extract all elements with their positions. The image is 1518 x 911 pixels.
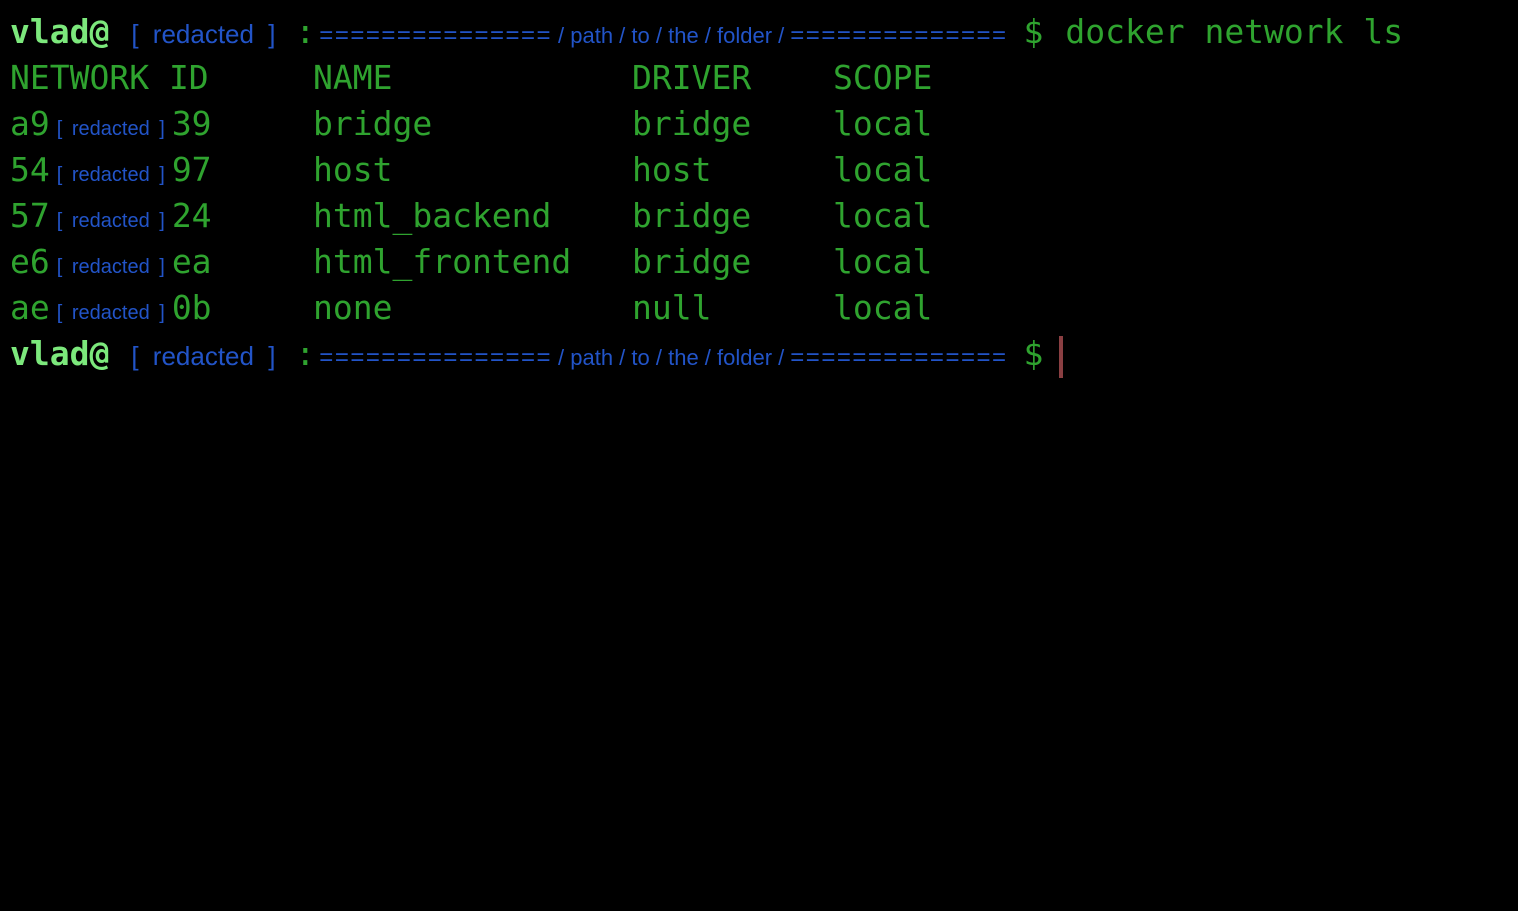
redacted-network-id: [ redacted ] [56, 118, 165, 140]
network-name-cell: html_backend [313, 196, 552, 235]
redacted-network-id: [ redacted ] [56, 302, 165, 324]
prompt-dollar: $ [1023, 334, 1044, 373]
network-name-cell: host [313, 150, 393, 189]
prompt-line-2[interactable]: vlad@ [ redacted ] : =============== / p… [10, 334, 1518, 380]
network-id-cell: ae [ redacted ] 0b [10, 288, 313, 327]
table-row: a9 [ redacted ] 39 bridge bridge local [10, 104, 1518, 150]
table-row: e6 [ redacted ] ea html_frontend bridge lo… [10, 242, 1518, 288]
redacted-network-id: [ redacted ] [56, 210, 165, 232]
terminal-cursor [1059, 336, 1064, 378]
path-separator-right: ============== [790, 22, 1008, 49]
prompt-path: / path / to / the / folder / [558, 23, 785, 48]
network-id-suffix: 24 [171, 196, 212, 235]
network-id-prefix: 54 [10, 150, 50, 189]
network-scope-cell: local [833, 288, 933, 327]
network-driver-cell: bridge [632, 196, 752, 235]
name-header: NAME [313, 58, 393, 97]
driver-header: DRIVER [632, 58, 752, 97]
network-scope-cell: local [833, 150, 933, 189]
network-id-prefix: a9 [10, 104, 50, 143]
network-id-suffix: ea [171, 242, 212, 281]
network-id-suffix: 97 [171, 150, 212, 189]
typed-command: docker network ls [1065, 12, 1404, 51]
redacted-hostname: [ redacted ] [131, 19, 276, 49]
network-id-cell: 54 [ redacted ] 97 [10, 150, 313, 189]
network-name-cell: bridge [313, 104, 433, 143]
network-driver-cell: bridge [632, 104, 752, 143]
redacted-hostname: [ redacted ] [131, 341, 276, 371]
network-id-suffix: 0b [171, 288, 212, 327]
redacted-network-id: [ redacted ] [56, 164, 165, 186]
redacted-network-id: [ redacted ] [56, 256, 165, 278]
prompt-line-1: vlad@ [ redacted ] : =============== / p… [10, 12, 1518, 58]
prompt-dollar: $ [1023, 12, 1044, 51]
network-id-cell: 57 [ redacted ] 24 [10, 196, 313, 235]
prompt-colon: : [295, 12, 316, 51]
prompt-username: vlad@ [10, 12, 110, 51]
table-row: 54 [ redacted ] 97 host host local [10, 150, 1518, 196]
prompt-colon: : [295, 334, 316, 373]
path-separator-left: =============== [319, 22, 553, 49]
network-id-suffix: 39 [171, 104, 212, 143]
network-id-prefix: ae [10, 288, 50, 327]
path-separator-right: ============== [790, 344, 1008, 371]
network-driver-cell: bridge [632, 242, 752, 281]
network-id-header: NETWORK ID [10, 58, 209, 97]
prompt-path: / path / to / the / folder / [558, 345, 785, 370]
network-driver-cell: host [632, 150, 712, 189]
table-row: ae [ redacted ] 0b none null local [10, 288, 1518, 334]
network-scope-cell: local [833, 242, 933, 281]
network-name-cell: html_frontend [313, 242, 572, 281]
network-id-cell: a9 [ redacted ] 39 [10, 104, 313, 143]
prompt-username: vlad@ [10, 334, 110, 373]
table-row: 57 [ redacted ] 24 html_backend bridge loc… [10, 196, 1518, 242]
network-id-prefix: 57 [10, 196, 50, 235]
network-name-cell: none [313, 288, 393, 327]
network-scope-cell: local [833, 196, 933, 235]
network-scope-cell: local [833, 104, 933, 143]
scope-header: SCOPE [833, 58, 933, 97]
network-id-cell: e6 [ redacted ] ea [10, 242, 313, 281]
table-header-row: NETWORK ID NAME DRIVER SCOPE [10, 58, 1518, 104]
path-separator-left: =============== [319, 344, 553, 371]
network-id-prefix: e6 [10, 242, 50, 281]
network-driver-cell: null [632, 288, 712, 327]
